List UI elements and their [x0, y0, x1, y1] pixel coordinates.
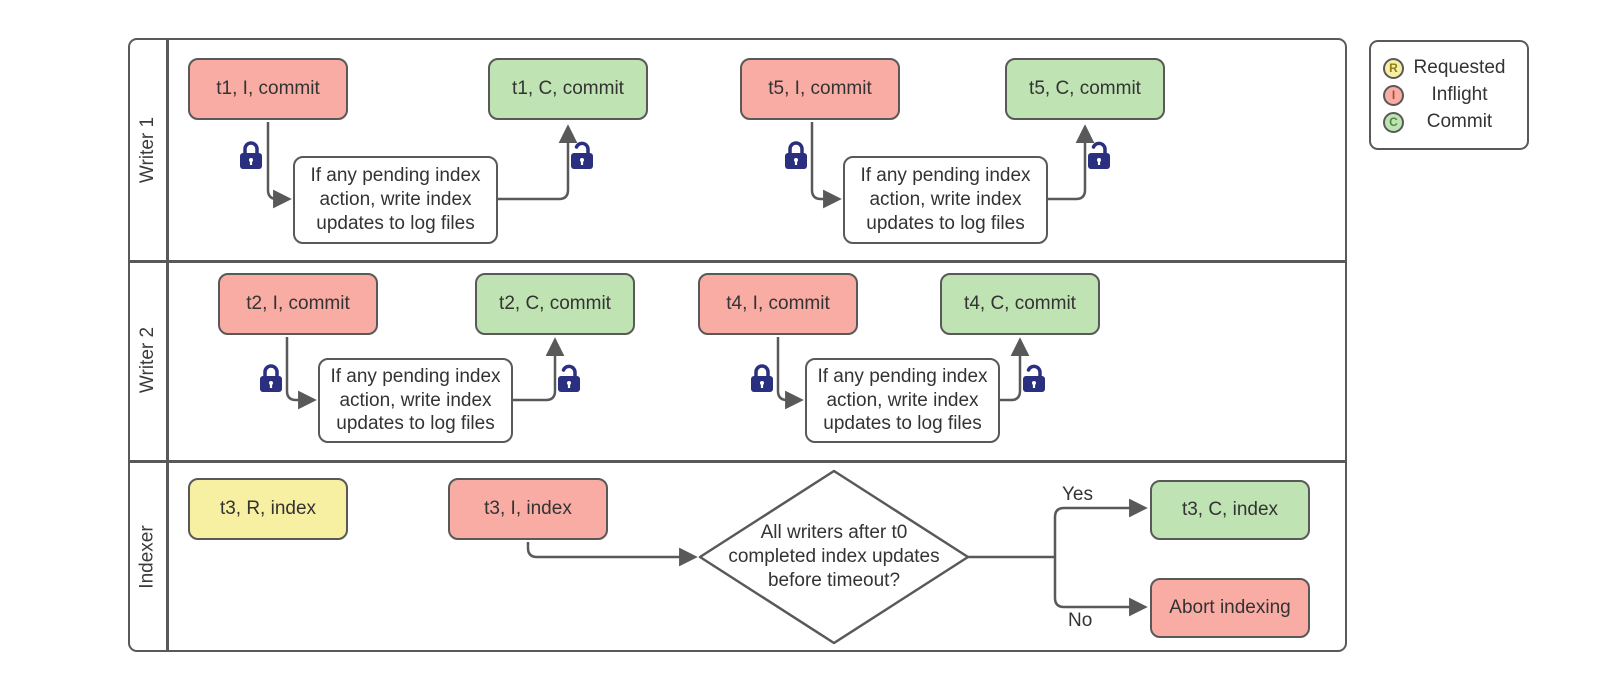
node-t3-r-index: t3, R, index	[188, 478, 348, 540]
lane-label-writer-1: Writer 1	[130, 40, 166, 260]
node-t2-c-commit: t2, C, commit	[475, 273, 635, 335]
action-box-t1: If any pending index action, write index…	[293, 156, 498, 244]
legend-item-requested: R Requested	[1383, 57, 1515, 79]
node-abort-indexing: Abort indexing	[1150, 578, 1310, 638]
action-text: If any pending index action, write index…	[860, 165, 1031, 234]
action-box-t5: If any pending index action, write index…	[843, 156, 1048, 244]
legend-item-inflight: I Inflight	[1383, 84, 1515, 106]
lane-label-writer-2: Writer 2	[130, 260, 166, 460]
node-t5-c-commit: t5, C, commit	[1005, 58, 1165, 120]
edge-label-yes: Yes	[1062, 484, 1093, 505]
node-t2-i-commit: t2, I, commit	[218, 273, 378, 335]
action-text: If any pending index action, write index…	[330, 365, 501, 435]
legend-item-commit: C Commit	[1383, 111, 1515, 133]
node-t3-c-index: t3, C, index	[1150, 480, 1310, 540]
node-t1-i-commit: t1, I, commit	[188, 58, 348, 120]
legend-label: Inflight	[1431, 84, 1488, 105]
node-t5-i-commit: t5, I, commit	[740, 58, 900, 120]
lane-divider-2	[130, 460, 1345, 463]
edge-label-no: No	[1068, 610, 1093, 631]
legend-label: Requested	[1413, 57, 1506, 78]
lane-label-text: Writer 2	[137, 326, 159, 394]
requested-status-icon: R	[1383, 57, 1404, 79]
legend-label: Commit	[1426, 111, 1493, 132]
inflight-status-icon: I	[1383, 84, 1404, 106]
lane-divider-1	[130, 260, 1345, 263]
decision-text: All writers after t0 completed index upd…	[728, 522, 940, 591]
action-text: If any pending index action, write index…	[310, 165, 481, 234]
commit-status-icon: C	[1383, 111, 1404, 133]
node-t1-c-commit: t1, C, commit	[488, 58, 648, 120]
node-t3-i-index: t3, I, index	[448, 478, 608, 540]
lane-label-indexer: Indexer	[130, 460, 166, 654]
lane-label-text: Writer 1	[137, 116, 159, 184]
action-box-t4: If any pending index action, write index…	[805, 358, 1000, 443]
node-t4-c-commit: t4, C, commit	[940, 273, 1100, 335]
legend: R Requested I Inflight C Commit	[1369, 40, 1529, 150]
action-box-t2: If any pending index action, write index…	[318, 358, 513, 443]
lane-label-column-divider	[166, 40, 169, 650]
lane-label-text: Indexer	[137, 525, 158, 589]
action-text: If any pending index action, write index…	[817, 365, 988, 435]
node-t4-i-commit: t4, I, commit	[698, 273, 858, 335]
